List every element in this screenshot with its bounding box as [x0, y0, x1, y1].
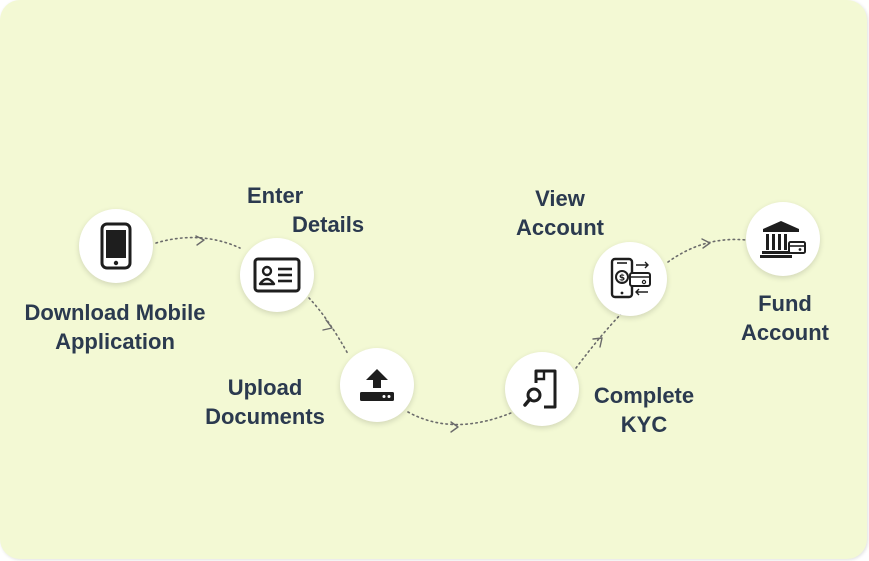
id-card-icon — [253, 257, 301, 293]
step-enter-line2: Details — [292, 212, 365, 237]
arrowhead-5 — [701, 238, 711, 249]
step-upload-line1: Upload — [227, 375, 303, 400]
step-enter-line1: Enter — [247, 183, 304, 208]
step-enter-label: Enter Details — [247, 181, 364, 239]
step-view-line2: Account — [516, 215, 604, 240]
svg-text:$: $ — [619, 274, 625, 284]
step-kyc-line2: KYC — [620, 412, 668, 437]
step-kyc-line1: Complete — [593, 383, 695, 408]
connector-enter-to-upload — [308, 297, 349, 355]
step-upload-line2: Documents — [205, 404, 325, 429]
phone-payment-icon: $ — [610, 257, 651, 299]
step-view-label: View Account — [500, 184, 620, 242]
step-upload-node — [340, 348, 414, 422]
step-enter-node — [240, 238, 314, 312]
step-fund-line1: Fund — [758, 291, 812, 316]
step-kyc-node — [505, 352, 579, 426]
step-fund-node — [746, 202, 820, 276]
arrowhead-4 — [592, 337, 603, 348]
connector-upload-to-kyc — [407, 409, 519, 426]
upload-icon — [360, 369, 394, 401]
arrowhead-2 — [322, 319, 333, 331]
smartphone-icon — [100, 222, 132, 270]
step-download-node — [79, 209, 153, 283]
step-upload-label: Upload Documents — [195, 373, 335, 431]
connector-download-to-enter — [155, 236, 241, 249]
step-view-line1: View — [535, 186, 585, 211]
document-search-icon — [523, 369, 557, 409]
step-fund-line2: Account — [741, 320, 829, 345]
bank-icon — [760, 221, 806, 258]
step-kyc-label: Complete KYC — [584, 381, 704, 439]
connector-kyc-to-view — [575, 313, 622, 369]
step-download-line1: Download Mobile — [24, 300, 206, 325]
arrowhead-3 — [450, 421, 459, 433]
arrowhead-1 — [195, 235, 205, 246]
step-fund-label: Fund Account — [725, 289, 845, 347]
step-download-label: Download Mobile Application — [10, 298, 220, 356]
connector-view-to-fund — [667, 238, 747, 263]
step-view-node: $ — [593, 242, 667, 316]
step-download-line2: Application — [55, 329, 175, 354]
